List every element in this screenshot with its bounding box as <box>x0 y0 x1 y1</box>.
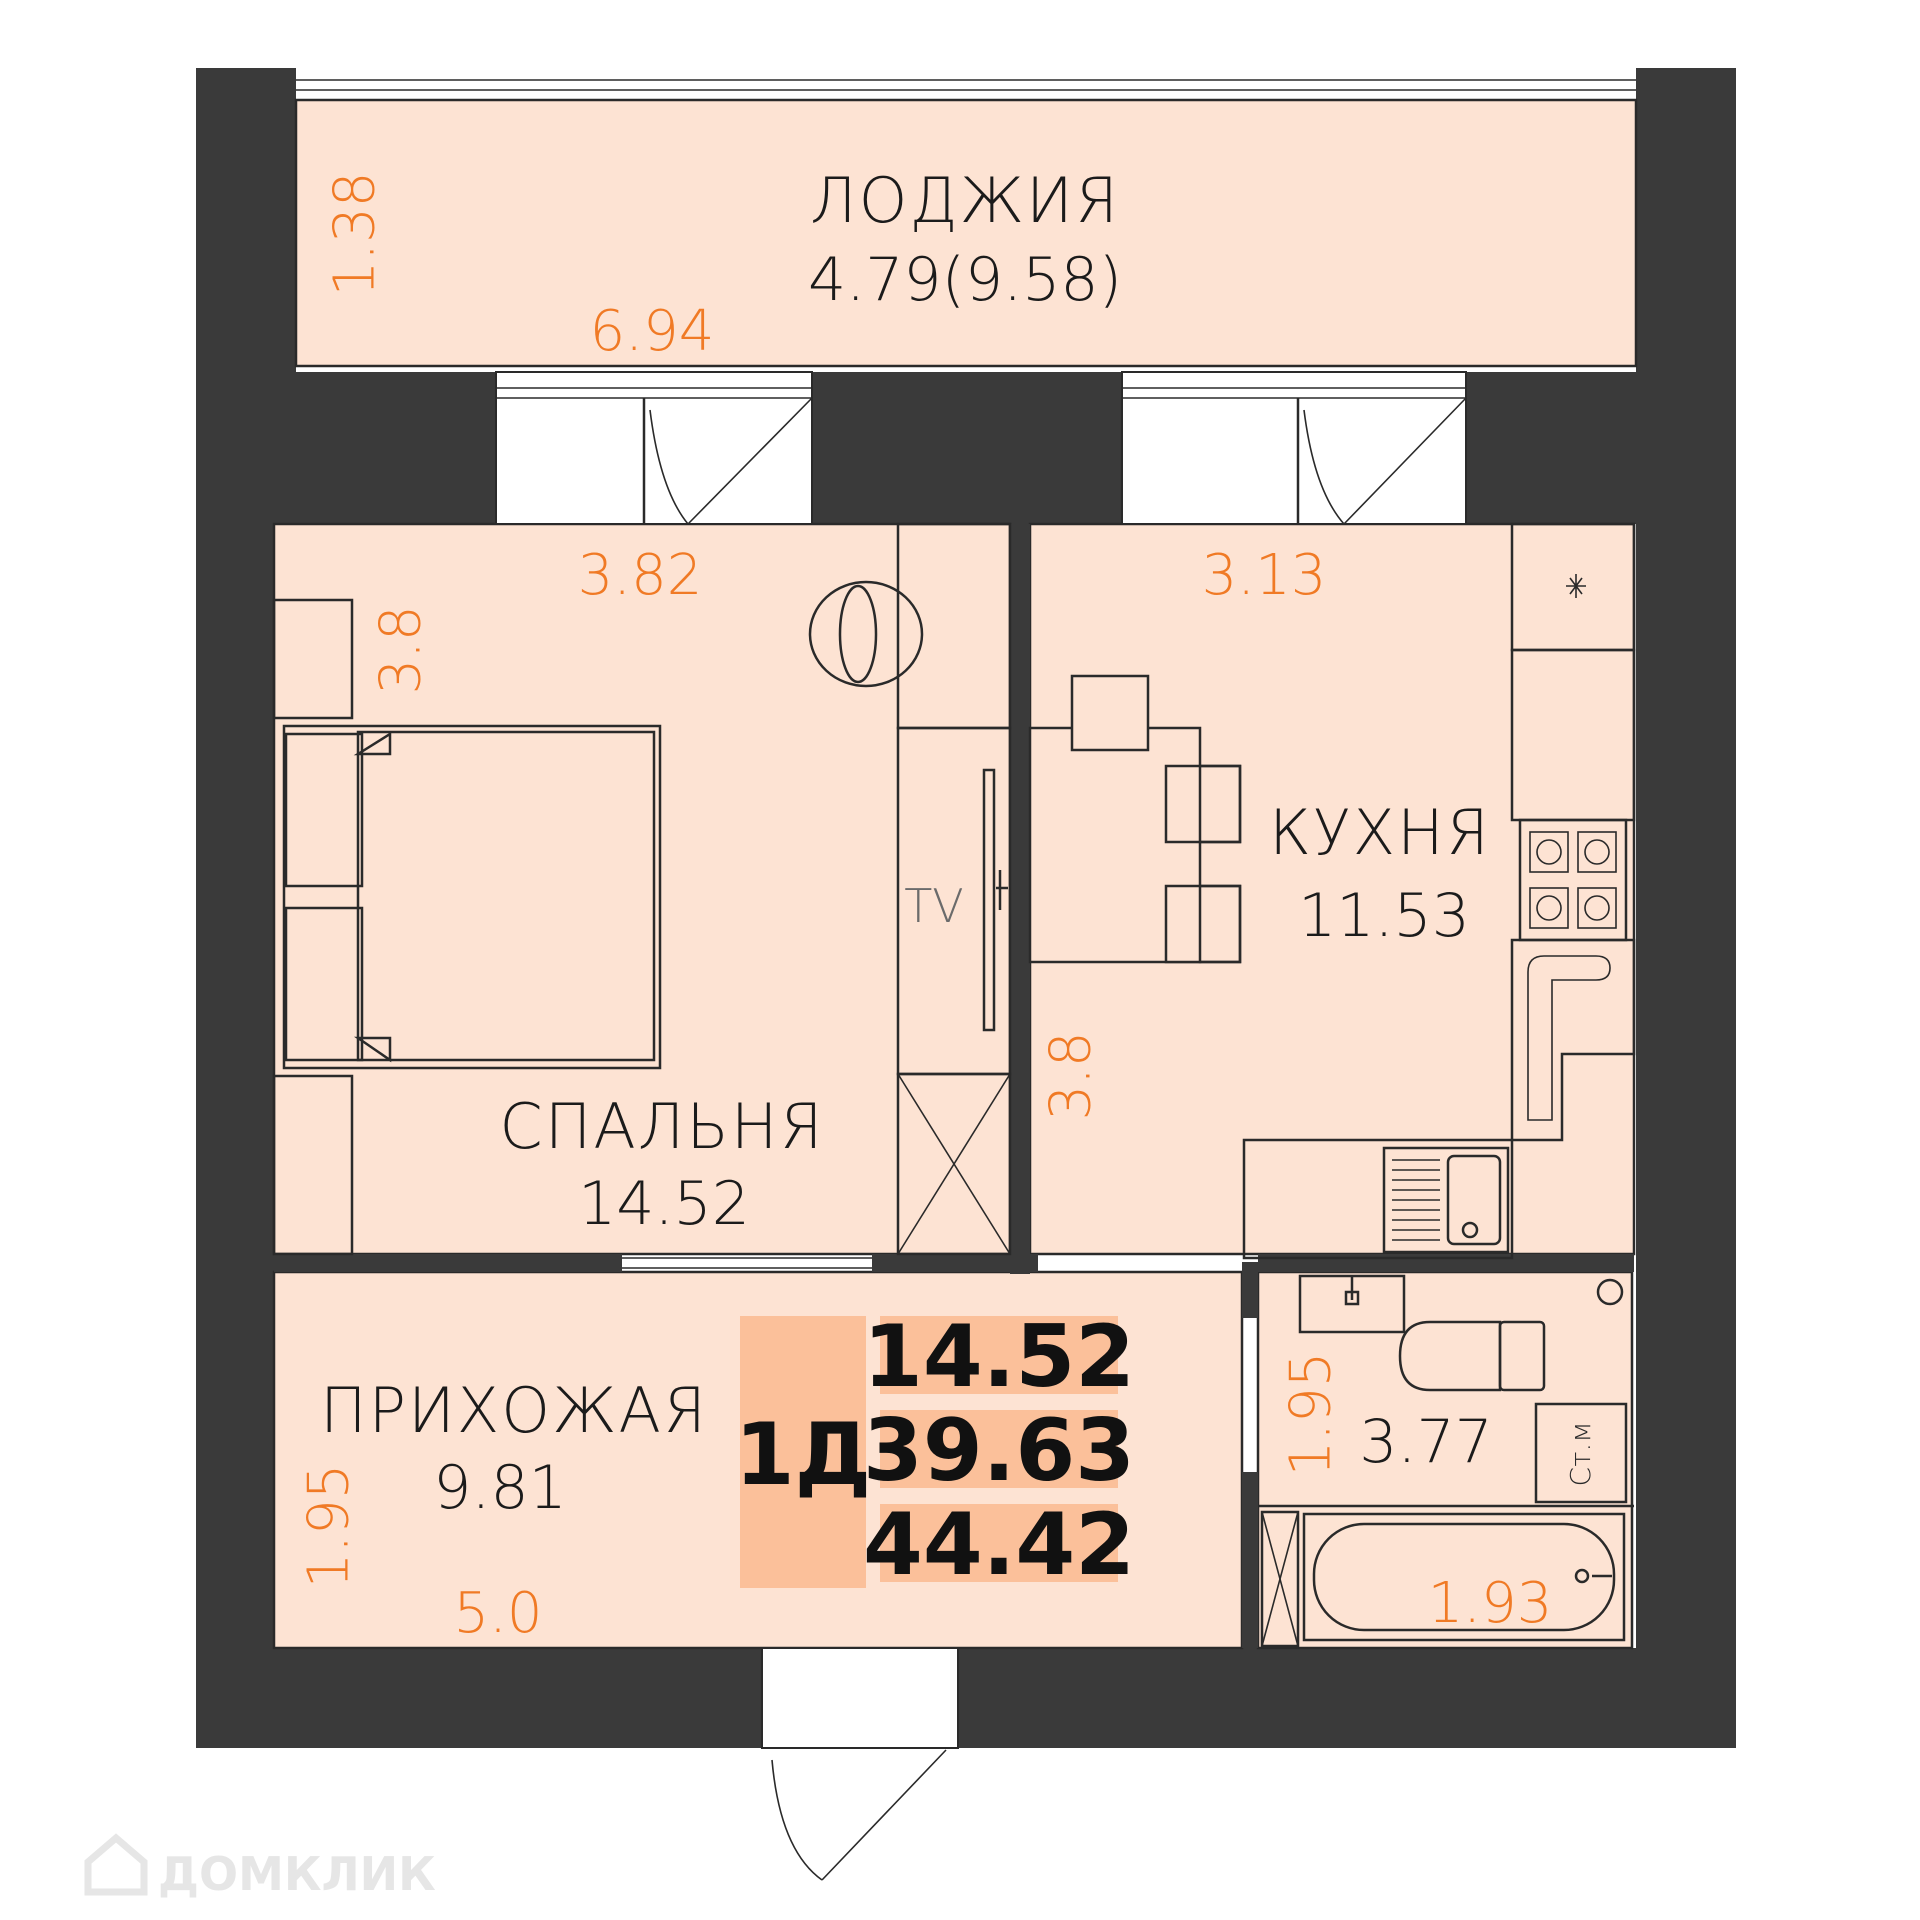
hallway-area: 9.81 <box>433 1453 567 1523</box>
total-area: 39.63 <box>863 1401 1135 1501</box>
bathroom-dim-depth: 1.95 <box>1278 1352 1343 1477</box>
bathroom-dim-width: 1.93 <box>1428 1571 1553 1636</box>
watermark-text: ДОМКЛИК <box>158 1847 436 1901</box>
tv-icon <box>982 768 1008 1032</box>
toilet-icon <box>1398 1320 1546 1392</box>
hallway-dim-width: 5.0 <box>453 1581 542 1646</box>
loggia-floor <box>294 98 1638 368</box>
loggia-area: 4.79(9.58) <box>808 245 1122 315</box>
kitchen-dim-width: 3.13 <box>1202 543 1327 608</box>
home-logo-icon <box>84 1833 148 1896</box>
summary-badge <box>740 1316 1118 1588</box>
loggia-dim-depth: 1.38 <box>322 172 387 297</box>
kitchen-area: 11.53 <box>1298 881 1470 951</box>
kitchen-furniture <box>1028 522 1636 1260</box>
bedroom-dim-depth: 3.8 <box>368 605 433 694</box>
washing-machine-label: Ст.м <box>1564 1422 1597 1487</box>
bedroom-name: СПАЛЬНЯ <box>499 1090 824 1163</box>
bedroom-furniture <box>272 522 1012 1256</box>
bathroom-furniture <box>1258 1274 1634 1648</box>
bed-icon <box>282 724 662 1070</box>
door-swing-icon <box>1303 397 1467 525</box>
hallway-dim-depth: 1.95 <box>296 1464 361 1589</box>
living-area: 14.52 <box>863 1307 1135 1407</box>
walls <box>196 68 1736 1748</box>
watermark: ДОМКЛИК <box>84 1833 436 1901</box>
balcony-door-kitchen[interactable] <box>1121 371 1467 525</box>
kitchen-name: КУХНЯ <box>1269 796 1491 869</box>
tv-label: TV <box>904 879 964 933</box>
apartment-code: 1Д <box>735 1405 871 1505</box>
bedroom-floor <box>272 522 1012 1256</box>
total-with-loggia: 44.42 <box>863 1495 1135 1595</box>
bathtub-icon <box>1302 1512 1626 1642</box>
balcony-door-bedroom[interactable] <box>495 371 813 525</box>
chair-icon <box>808 580 924 688</box>
bedroom-area: 14.52 <box>578 1169 750 1239</box>
bathroom-floor <box>1256 1270 1634 1650</box>
bathroom-area: 3.77 <box>1359 1407 1493 1477</box>
bedroom-dim-width: 3.82 <box>578 543 703 608</box>
door-swing-icon <box>771 1749 947 1881</box>
loggia-name: ЛОДЖИЯ <box>810 164 1120 237</box>
labels: ЛОДЖИЯ 4.79(9.58) 6.94 1.38 3.82 3.8 СПА… <box>296 164 1597 1646</box>
kitchen-dim-depth: 3.8 <box>1038 1031 1103 1120</box>
hallway-name: ПРИХОЖАЯ <box>320 1374 708 1447</box>
doorway-bedroom-hall <box>622 1257 872 1269</box>
door-swing-icon <box>649 397 813 525</box>
loggia-glazing <box>296 79 1636 101</box>
entrance-door[interactable] <box>761 1647 959 1881</box>
loggia-dim-width: 6.94 <box>590 299 715 364</box>
interior-walls <box>274 524 1634 1648</box>
sink-icon <box>1382 1146 1510 1254</box>
washing-machine-icon <box>1534 1402 1628 1504</box>
sink-icon <box>1298 1274 1406 1334</box>
